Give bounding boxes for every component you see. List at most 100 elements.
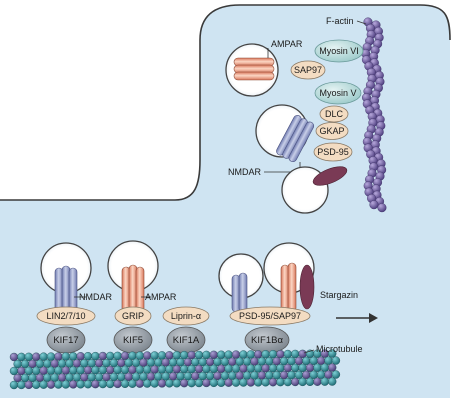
grip-label: GRIP: [122, 311, 144, 321]
tubulin-subunit: [113, 351, 122, 361]
tubulin-subunit: [187, 350, 196, 360]
tubulin-subunit: [172, 379, 182, 388]
tubulin-subunit: [17, 352, 26, 362]
tubulin-subunit: [20, 359, 30, 369]
myosin-vi-shape: [314, 39, 364, 63]
tubulin-subunit: [50, 373, 59, 382]
tubulin-subunit: [320, 363, 329, 372]
tubulin-subunit: [109, 372, 119, 382]
tubulin-subunit: [305, 363, 315, 372]
tubulin-subunit: [268, 378, 278, 387]
tubulin-subunit: [239, 350, 248, 359]
tubulin-subunit: [220, 371, 230, 380]
tubulin-subunit: [309, 356, 318, 365]
tubulin-subunit: [331, 356, 341, 365]
myosin-v-label: Myosin V: [319, 88, 356, 98]
kif1a-label: KIF1A: [173, 335, 200, 346]
tubulin-subunit: [172, 351, 182, 360]
tubulin-subunit: [39, 380, 48, 389]
microtubule-label: Microtubule: [316, 344, 363, 354]
tubulin-subunit: [324, 356, 333, 365]
tubulin-subunit: [35, 373, 45, 382]
tubulin-subunit: [231, 378, 241, 387]
tubulin-subunit: [157, 351, 167, 360]
tubulin-subunit: [128, 379, 137, 388]
tubulin-subunit: [231, 350, 241, 359]
tubulin-subunit: [220, 357, 230, 366]
tubulin-subunit: [117, 372, 126, 382]
tubulin-subunit: [268, 364, 278, 373]
tubulin-subunit: [257, 357, 267, 366]
tubulin-subunit: [105, 379, 115, 389]
tubulin-subunit: [54, 380, 63, 389]
liprin-label: Liprin-α: [171, 311, 201, 321]
psd95-label-top: PSD-95: [317, 147, 349, 157]
tubulin-subunit: [120, 379, 130, 388]
tubulin-subunit: [91, 351, 100, 361]
tubulin-subunit: [65, 373, 74, 382]
tubulin-subunit: [179, 364, 189, 374]
tubulin-subunit: [72, 359, 82, 368]
tubulin-subunit: [283, 363, 292, 373]
stargazin-vesicle-spine: [281, 166, 348, 214]
ampar-vesicle-spine: [225, 43, 279, 97]
tubulin-subunit: [194, 350, 204, 360]
tubulin-subunit: [24, 366, 33, 376]
tubulin-subunit: [302, 370, 311, 380]
ampar-label-bottom: AMPAR: [145, 292, 177, 302]
tubulin-subunit: [239, 378, 248, 387]
tubulin-subunit: [202, 364, 211, 374]
nmdar-vesicle-spine: [255, 104, 315, 163]
tubulin-subunit: [198, 357, 207, 367]
tubulin-subunit: [209, 364, 219, 374]
tubulin-subunit: [139, 358, 148, 367]
transport-direction-arrow: [336, 313, 378, 323]
tubulin-subunit: [39, 366, 48, 375]
tubulin-subunit: [120, 351, 130, 360]
tubulin-subunit: [17, 366, 26, 376]
tubulin-subunit: [98, 379, 108, 389]
tubulin-subunit: [168, 372, 178, 381]
tubulin-subunit: [276, 363, 285, 373]
tubulin-subunit: [291, 363, 300, 373]
tubulin-subunit: [61, 380, 71, 389]
plasma-membrane: [0, 4, 451, 201]
tubulin-subunit: [228, 357, 237, 366]
tubulin-subunit: [76, 366, 85, 375]
myosin-vi-label: Myosin VI: [319, 46, 359, 56]
tubulin-subunit: [313, 377, 322, 386]
actin-subunit: [369, 200, 379, 210]
tubulin-subunit: [13, 359, 22, 369]
tubulin-subunit: [316, 356, 326, 365]
tubulin-subunit: [113, 379, 122, 389]
tubulin-subunit: [213, 371, 222, 381]
tubulin-subunit: [205, 357, 215, 367]
tubulin-subunit: [68, 366, 78, 375]
tubulin-subunit: [76, 380, 85, 389]
tubulin-subunit: [216, 364, 226, 373]
tubulin-subunit: [83, 380, 93, 389]
tubulin-subunit: [291, 377, 300, 387]
tubulin-subunit: [183, 371, 193, 381]
tubulin-subunit: [279, 356, 289, 366]
tubulin-subunit: [150, 365, 159, 374]
tubulin-subunit: [54, 366, 63, 375]
tubulin-subunit: [17, 380, 26, 390]
tubulin-subunit: [294, 356, 304, 366]
tubulin-subunit: [202, 378, 211, 388]
tubulin-subunit: [194, 364, 204, 374]
tubulin-subunit: [83, 352, 93, 361]
tubulin-subunit: [265, 371, 274, 380]
tubulin-subunit: [94, 372, 104, 382]
tubulin-subunit: [157, 365, 167, 374]
tubulin-subunit: [191, 371, 200, 381]
tubulin-subunit: [87, 359, 96, 368]
kif17-label: KIF17: [53, 335, 78, 346]
tubulin-subunit: [246, 364, 256, 373]
tubulin-subunit: [179, 350, 189, 360]
tubulin-subunit: [154, 358, 163, 367]
tubulin-subunit: [283, 349, 292, 359]
tubulin-subunit: [80, 359, 89, 368]
tubulin-subunit: [254, 364, 263, 373]
